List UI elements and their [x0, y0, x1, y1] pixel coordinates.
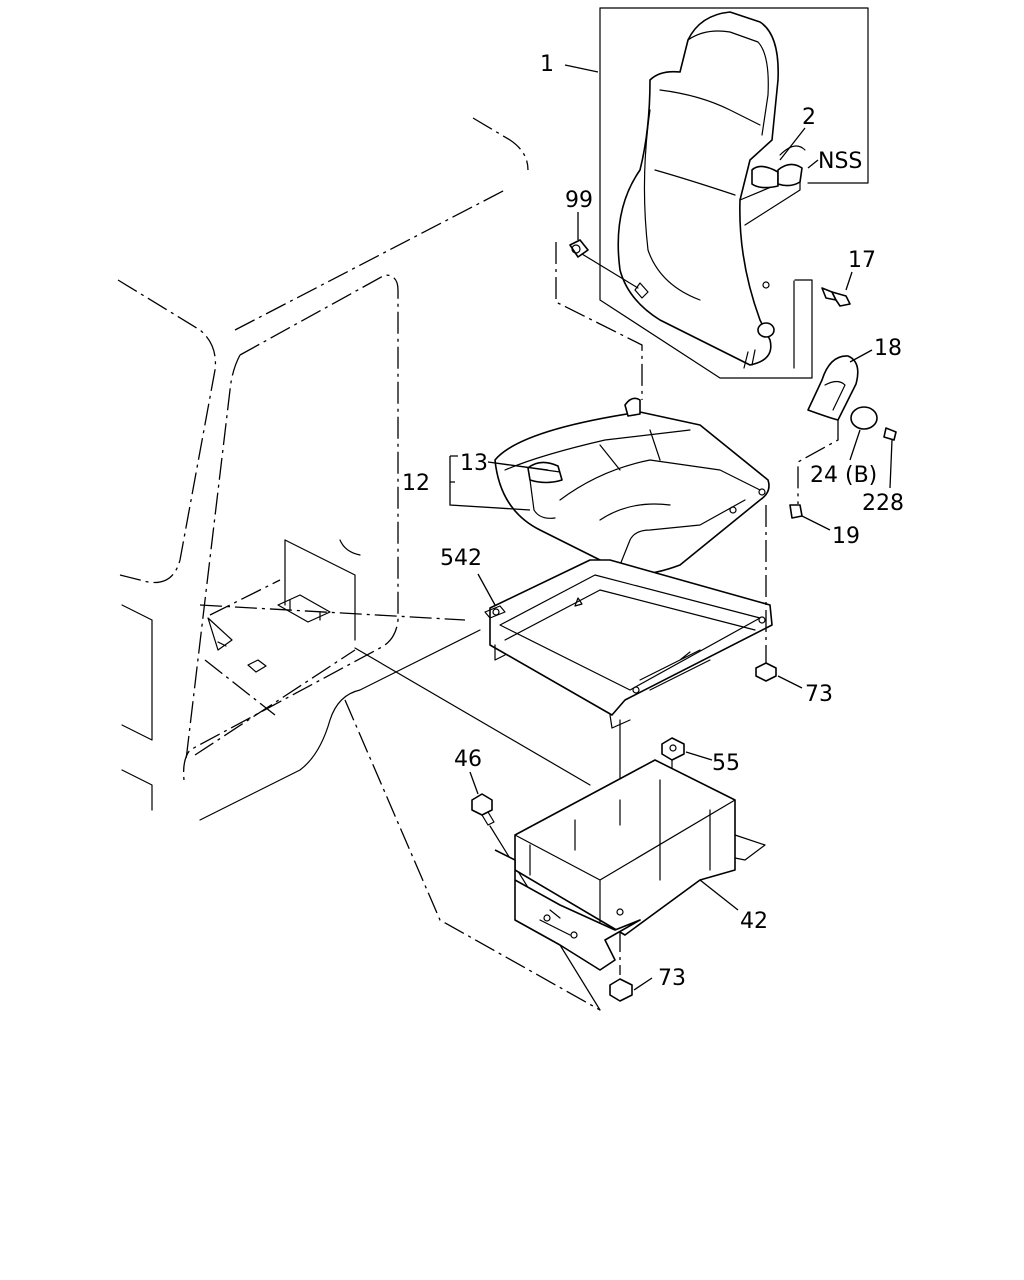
label-nss: NSS	[818, 149, 862, 174]
label-55: 55	[712, 751, 740, 776]
callout-labels: 1 2 NSS 99 17 18 24 (B) 228 19 13 12 542…	[402, 52, 904, 991]
label-542: 542	[440, 546, 482, 571]
label-17: 17	[848, 248, 876, 273]
seat-back	[617, 11, 801, 369]
label-73-upper: 73	[805, 682, 833, 707]
label-1: 1	[540, 52, 554, 77]
label-2: 2	[802, 105, 816, 130]
label-46: 46	[454, 747, 482, 772]
label-73-lower: 73	[658, 966, 686, 991]
seat-cushion	[494, 397, 770, 575]
seat-slide-rail	[484, 559, 773, 729]
cab-outline	[117, 117, 601, 1011]
seat-riser	[494, 759, 766, 1011]
nut-73-upper	[755, 662, 777, 682]
label-99: 99	[565, 188, 593, 213]
recliner-knob-parts	[789, 355, 897, 519]
seat-back-strap	[751, 145, 806, 189]
nut-73-lower	[609, 978, 633, 1002]
label-13: 13	[460, 451, 488, 476]
bolt-17	[821, 287, 851, 307]
label-12: 12	[402, 471, 430, 496]
leader-lines	[449, 64, 893, 991]
seat-back-box	[599, 7, 869, 379]
label-42: 42	[740, 909, 768, 934]
label-18: 18	[874, 336, 902, 361]
label-228: 228	[862, 491, 904, 516]
grommet-99	[555, 239, 643, 400]
label-19: 19	[832, 524, 860, 549]
label-24b: 24 (B)	[810, 463, 877, 488]
nut-55	[661, 737, 685, 761]
